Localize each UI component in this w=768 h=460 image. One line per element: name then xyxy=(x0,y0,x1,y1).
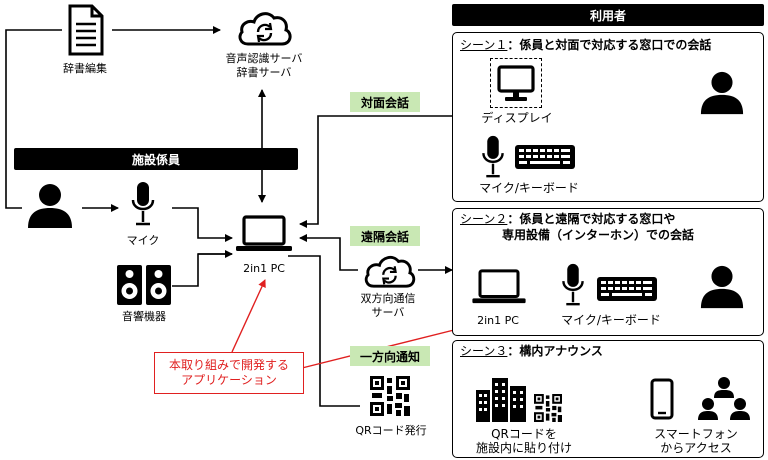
remote-mode-tag: 遠隔会話 xyxy=(350,226,420,246)
scene2-label: シーン２ xyxy=(460,212,508,226)
staff-header: 施設係員 xyxy=(14,148,298,170)
display-label: ディスプレイ xyxy=(481,111,553,125)
scene1-mic-icon xyxy=(480,134,506,180)
scene3-phone-label-2: からアクセス xyxy=(660,441,732,455)
display-icon xyxy=(490,58,542,108)
mic-label: マイク xyxy=(126,234,160,247)
scene1-panel xyxy=(452,32,764,202)
scene3-qr-icon xyxy=(534,394,562,422)
scene1-keyboard-icon xyxy=(514,144,576,170)
scene2-laptop-icon xyxy=(470,268,528,306)
microphone-icon xyxy=(130,180,156,228)
app-callout-line1: 本取り組みで開発する xyxy=(168,358,289,372)
staff-person-icon xyxy=(22,182,78,230)
scene2-title: シーン２：係員と遠隔で対応する窓口や xyxy=(460,212,675,227)
pc-label: 2in1 PC xyxy=(243,262,285,275)
speakers-icon xyxy=(116,264,172,306)
users-header: 利用者 xyxy=(452,4,764,26)
app-callout: 本取り組みで開発する アプリケーション xyxy=(154,352,304,394)
scene2-title-line2: 専用設備（インターホン）での会話 xyxy=(502,228,695,242)
speakers-label: 音響機器 xyxy=(122,310,166,323)
app-callout-line2: アプリケーション xyxy=(181,373,277,387)
scene1-label: シーン１ xyxy=(460,38,508,52)
scene1-title: シーン１：係員と対面で対応する窓口での会話 xyxy=(460,38,711,53)
smartphone-icon xyxy=(650,378,674,420)
scene3-title-text: ：構内アナウンス xyxy=(507,344,603,358)
document-icon xyxy=(68,4,104,56)
laptop-icon xyxy=(234,214,294,254)
server-label-1: 音声認識サーバ xyxy=(225,52,303,65)
cloud-sync-icon xyxy=(236,8,292,48)
relay-label-2: サーバ xyxy=(371,306,405,319)
scene2-user-icon xyxy=(694,264,750,310)
scene3-qr-label-1: QRコードを xyxy=(491,427,557,441)
scene3-phone-label-1: スマートフォン xyxy=(654,427,738,441)
relay-label-1: 双方向通信 xyxy=(360,292,416,305)
relay-cloud-icon xyxy=(360,252,418,290)
qr-issue-label: QRコード発行 xyxy=(355,424,427,437)
scene3-title: シーン３：構内アナウンス xyxy=(460,344,603,359)
scene2-panel xyxy=(452,208,764,336)
scene2-pc-label: 2in1 PC xyxy=(477,314,519,327)
buildings-icon xyxy=(474,376,530,422)
scene2-title-text-1: ：係員と遠隔で対応する窓口や xyxy=(507,212,676,226)
dict-edit-label: 辞書編集 xyxy=(63,62,107,75)
scene2-keyboard-icon xyxy=(596,276,658,302)
oneway-mode-tag: 一方向通知 xyxy=(350,346,430,366)
scene2-mic-kb-label: マイク/キーボード xyxy=(561,313,661,327)
face-mode-tag: 対面会話 xyxy=(350,92,420,112)
scene1-mic-kb-label: マイク/キーボード xyxy=(479,181,579,195)
qr-code-icon xyxy=(370,376,410,416)
server-label-2: 辞書サーバ xyxy=(236,66,292,79)
scene3-label: シーン３ xyxy=(460,344,508,358)
scene3-qr-label-2: 施設内に貼り付け xyxy=(475,441,572,455)
scene1-title-text: ：係員と対面で対応する窓口での会話 xyxy=(507,38,712,52)
group-users-icon xyxy=(696,376,752,422)
scene2-mic-icon xyxy=(560,262,586,308)
scene1-user-icon xyxy=(694,70,750,116)
